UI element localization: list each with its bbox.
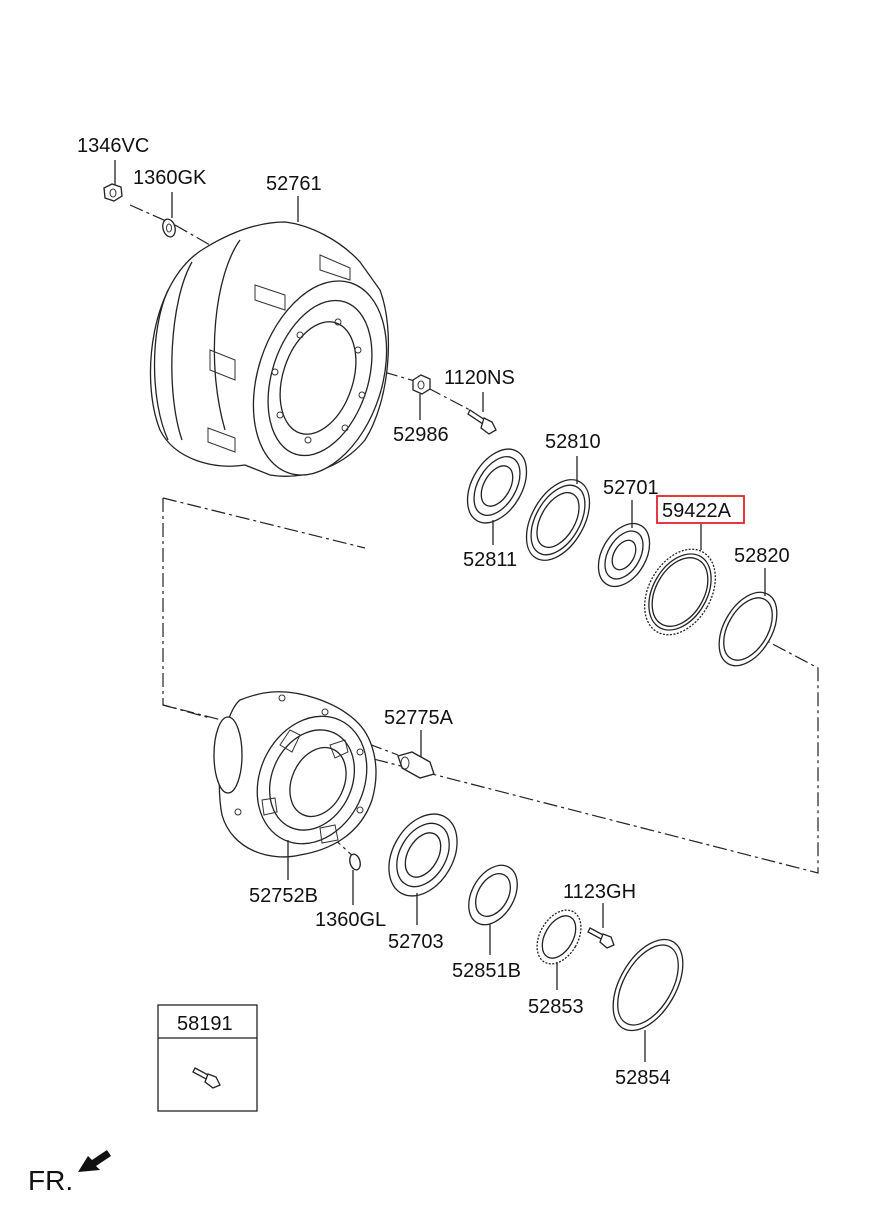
label-1120NS[interactable]: 1120NS: [444, 367, 515, 389]
ring-52854[interactable]: [599, 928, 697, 1062]
seal-52810[interactable]: [513, 456, 602, 571]
label-52701[interactable]: 52701: [603, 477, 659, 499]
highlight-box-59422A: [656, 495, 745, 524]
retainer-52853[interactable]: [528, 902, 590, 990]
label-52853[interactable]: 52853: [528, 996, 584, 1018]
label-52810[interactable]: 52810: [545, 431, 601, 453]
label-52703[interactable]: 52703: [388, 931, 444, 953]
label-1360GK[interactable]: 1360GK: [133, 167, 207, 189]
part-labels: 1346VC 1360GK 52761 1120NS 52986 52810 5…: [28, 135, 790, 1196]
seal-52811[interactable]: [455, 439, 538, 545]
label-52854[interactable]: 52854: [615, 1067, 671, 1089]
nut-52986[interactable]: [412, 374, 431, 420]
label-52752B[interactable]: 52752B: [249, 885, 318, 907]
label-52775A[interactable]: 52775A: [384, 707, 454, 729]
tone-ring-59422A[interactable]: [630, 524, 730, 647]
bearing-52701[interactable]: [588, 500, 660, 595]
label-52761[interactable]: 52761: [266, 173, 322, 195]
stud-52775A[interactable]: [397, 730, 435, 779]
inset-box-58191: [157, 1004, 258, 1112]
nut-1346VC[interactable]: [103, 160, 123, 202]
bolt-1123GH[interactable]: [587, 903, 615, 949]
label-1123GH[interactable]: 1123GH: [563, 881, 636, 903]
front-direction-label: FR.: [28, 1165, 73, 1196]
seal-52851B[interactable]: [459, 857, 527, 955]
label-1346VC[interactable]: 1346VC: [77, 135, 149, 157]
label-58191[interactable]: 58191: [177, 1013, 233, 1035]
label-1360GL[interactable]: 1360GL: [315, 909, 386, 931]
washer-1360GL[interactable]: [348, 853, 362, 905]
bearing-52703[interactable]: [375, 802, 471, 925]
label-52986[interactable]: 52986: [393, 424, 449, 446]
brake-drum-52761[interactable]: [149, 196, 409, 492]
washer-1360GK[interactable]: [161, 192, 177, 238]
ring-52820[interactable]: [707, 568, 789, 676]
label-52851B[interactable]: 52851B: [452, 960, 521, 982]
label-52820[interactable]: 52820: [734, 545, 790, 567]
bolt-1120NS[interactable]: [467, 392, 497, 435]
front-direction-arrow-icon: [78, 1150, 111, 1172]
hub-52752B[interactable]: [213, 691, 387, 880]
label-59422A[interactable]: 59422A: [662, 500, 732, 522]
label-52811[interactable]: 52811: [463, 549, 517, 571]
